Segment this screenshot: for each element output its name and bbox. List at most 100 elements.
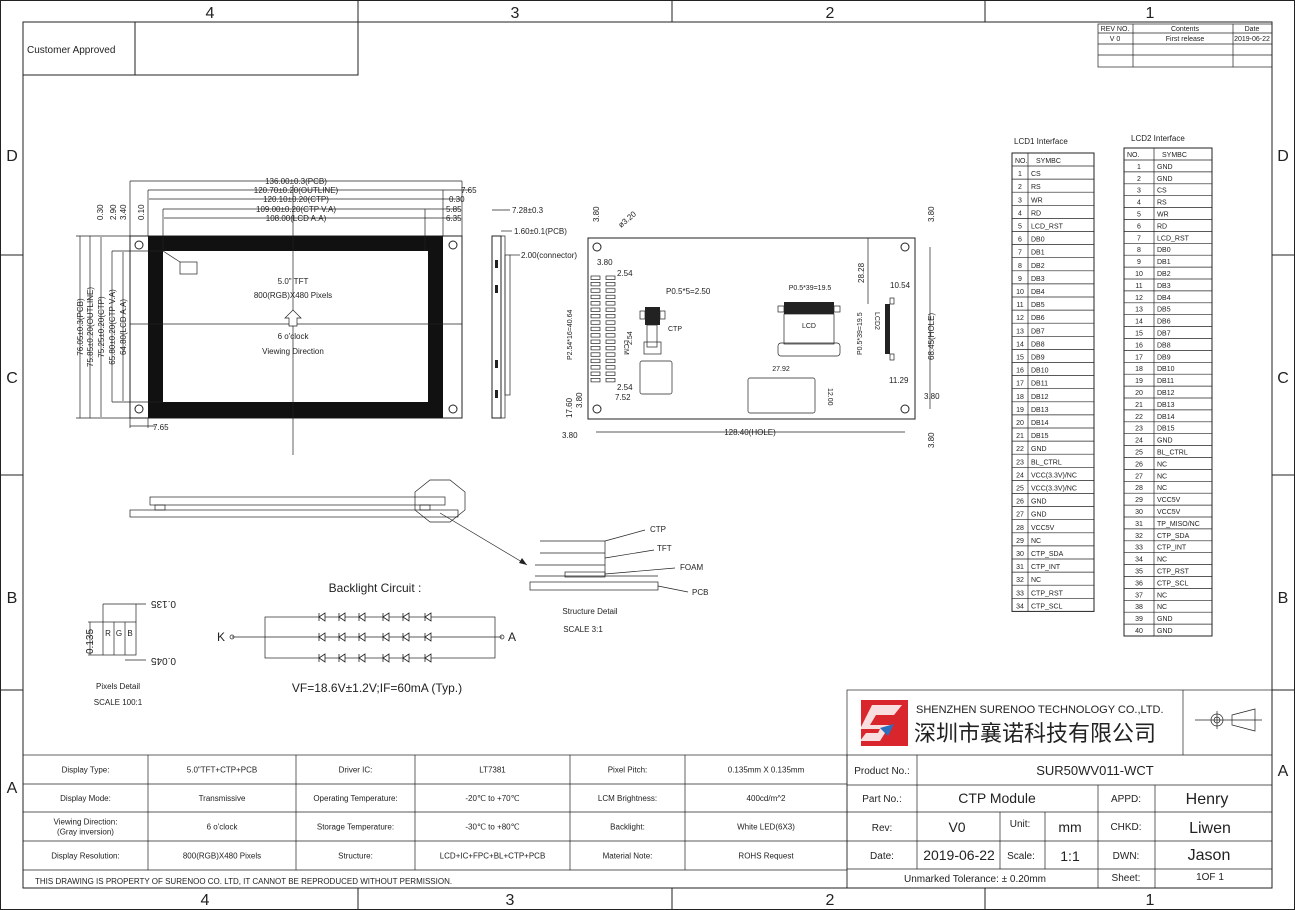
pin-symbol: DB2 xyxy=(1157,271,1171,278)
zone-col-1: 1 xyxy=(1146,5,1155,22)
pin-row: 2 RS xyxy=(1018,184,1041,191)
pin-symbol: DB9 xyxy=(1031,355,1045,362)
back-view: 3.80 ø3.20 3.80 2.54 P0.5*5=2.50 P2.54*1… xyxy=(562,206,940,448)
projection-symbol-icon xyxy=(1195,708,1262,732)
dim-pin-pitch-top: 2.54 xyxy=(617,269,633,278)
revision-table: REV NO. Contents Date V 0 First release … xyxy=(1097,23,1273,68)
date-value: 2019-06-22 xyxy=(923,847,995,863)
zone-col-4-bottom: 4 xyxy=(201,892,210,909)
pin-number: 30 xyxy=(1016,551,1024,558)
spec-value: LCD+IC+FPC+BL+CTP+PCB xyxy=(440,852,546,861)
zone-col-1-bottom: 1 xyxy=(1146,892,1155,909)
header-pin xyxy=(590,275,601,280)
pin-symbol: DB9 xyxy=(1157,354,1171,361)
rev-value: V0 xyxy=(948,819,965,835)
led-diode-icon xyxy=(358,632,366,642)
header-pin xyxy=(590,352,601,357)
pin-symbol: DB12 xyxy=(1157,390,1175,397)
dim-lcd2-top: 10.54 xyxy=(890,281,911,290)
pin-symbol: GND xyxy=(1157,628,1173,635)
pin-number: 12 xyxy=(1135,295,1143,302)
dim-ctp-height: 75.25±0.20(CTP) xyxy=(97,296,106,358)
pin-symbol: RS xyxy=(1031,184,1041,191)
pin-symbol: GND xyxy=(1031,446,1047,453)
pin-number: 4 xyxy=(1018,210,1022,217)
pin-number: 23 xyxy=(1016,459,1024,466)
dim-ctp-pitch: P0.5*5=2.50 xyxy=(666,287,711,296)
pin-symbol: DB5 xyxy=(1031,302,1045,309)
layer-ctp: CTP xyxy=(650,525,666,534)
pin-symbol: DB7 xyxy=(1031,328,1045,335)
spec-label: Backlight: xyxy=(610,823,645,832)
pin-symbol: CTP_INT xyxy=(1031,564,1061,571)
header-pin xyxy=(605,314,616,319)
dim-header-offset: 17.60 xyxy=(565,397,574,418)
header-pin xyxy=(605,282,616,287)
dim-ic-height: 12.00 xyxy=(826,388,833,406)
pin-number: 18 xyxy=(1016,394,1024,401)
pin-number: 34 xyxy=(1135,557,1143,564)
structure-detail: CTP TFT FOAM PCB Structure Detail SCALE … xyxy=(529,525,708,634)
label-lcm: LCM xyxy=(622,340,629,355)
pin-number: 2 xyxy=(1018,184,1022,191)
dim-hole-spacing: 128.40(HOLE) xyxy=(724,428,776,437)
pin-number: 40 xyxy=(1135,628,1143,635)
header-pin xyxy=(605,333,616,338)
cathode-label: K xyxy=(217,630,225,644)
pin-symbol: DB11 xyxy=(1031,381,1048,388)
pixels-detail: R G B 0.135 0.135 0.045 Pixels Detail SC… xyxy=(85,598,176,707)
scale-label: Scale: xyxy=(1007,851,1035,862)
pin-symbol: GND xyxy=(1157,164,1173,171)
dim-pixel-height: 0.135 xyxy=(85,629,96,654)
pin-number: 21 xyxy=(1016,433,1024,440)
pin-number: 13 xyxy=(1135,307,1143,314)
spec-value: LT7381 xyxy=(479,766,506,775)
spec-value: 0.135mm X 0.135mm xyxy=(728,766,805,775)
pin-number: 1 xyxy=(1018,171,1022,178)
header-pin xyxy=(590,346,601,351)
header-pin xyxy=(605,352,616,357)
pin-symbol: DB10 xyxy=(1031,368,1049,375)
pin-number: 26 xyxy=(1135,461,1143,468)
pin-number: 27 xyxy=(1016,512,1024,519)
rev-header-date: Date xyxy=(1245,26,1260,33)
pin-symbol: DB11 xyxy=(1157,378,1174,385)
pin-symbol: BL_CTRL xyxy=(1157,450,1188,457)
pin-number: 10 xyxy=(1016,289,1024,296)
label-resolution: 800(RGB)X480 Pixels xyxy=(254,291,332,300)
anode-label: A xyxy=(508,630,516,644)
dim-thickness: 7.28±0.3 xyxy=(512,206,544,215)
pin-symbol: RS xyxy=(1157,200,1167,207)
dim-connector: 2.00(connector) xyxy=(521,251,577,260)
date-label: Date: xyxy=(870,851,894,862)
dim-lcd-aa-height: 64.80(LCD A.A) xyxy=(119,299,128,355)
pin-symbol: VCC5V xyxy=(1157,509,1181,516)
pin-number: 5 xyxy=(1137,212,1141,219)
spec-value: -30℃ to +80℃ xyxy=(465,823,519,832)
zone-row-a-right: A xyxy=(1278,763,1289,780)
pin-symbol: DB13 xyxy=(1157,402,1175,409)
scale-value: 1:1 xyxy=(1060,848,1080,864)
header-pin xyxy=(605,339,616,344)
pin-symbol: CTP_RST xyxy=(1157,569,1190,576)
spec-value: Transmissive xyxy=(199,794,246,803)
dim-lcd-aa-width: 108.00(LCD A.A) xyxy=(266,214,327,223)
